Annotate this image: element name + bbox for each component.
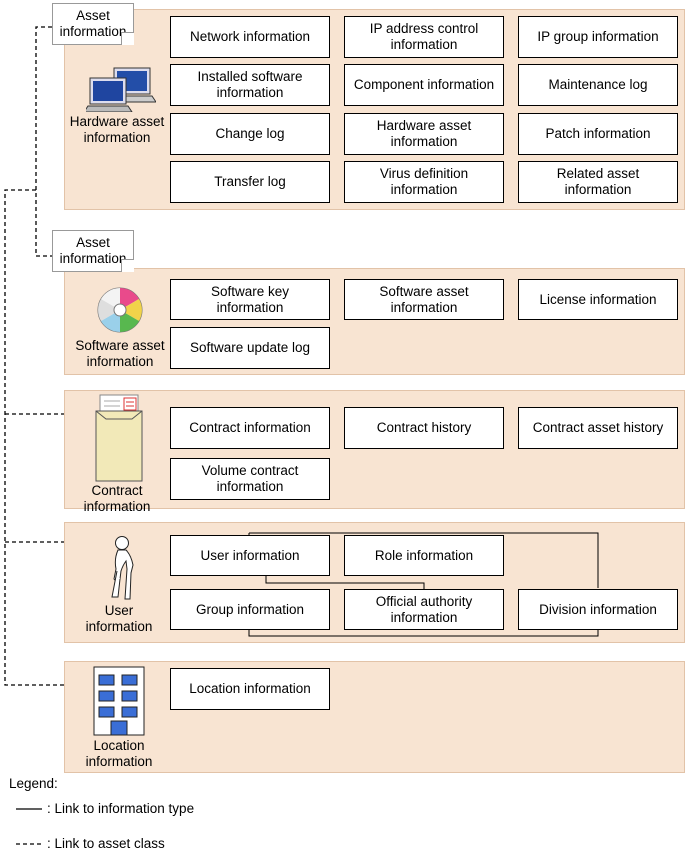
software-asset-box: Software asset information xyxy=(344,279,504,320)
virus-definition-box: Virus definition information xyxy=(344,161,504,203)
contract-history-box: Contract history xyxy=(344,407,504,449)
ip-group-information-box: IP group information xyxy=(518,16,678,58)
person-icon xyxy=(111,536,134,600)
location-information-box: Location information xyxy=(170,668,330,710)
contract-label: Contract information xyxy=(83,483,151,514)
role-information-box: Role information xyxy=(344,535,504,576)
software-key-box: Software key information xyxy=(170,279,330,320)
division-information-box: Division information xyxy=(518,589,678,630)
legend-dashed-text: : Link to asset class xyxy=(47,836,165,851)
maintenance-log-box: Maintenance log xyxy=(518,64,678,106)
user-information-box: User information xyxy=(170,535,330,576)
legend-title: Legend: xyxy=(9,776,58,791)
contract-information-box: Contract information xyxy=(170,407,330,449)
component-information-box: Component information xyxy=(344,64,504,106)
hardware-asset-box: Hardware asset information xyxy=(344,113,504,155)
software-callout: Asset information xyxy=(52,230,134,272)
change-log-box: Change log xyxy=(170,113,330,155)
legend-solid-text: : Link to information type xyxy=(47,801,195,816)
installed-software-box: Installed software information xyxy=(170,64,330,106)
group-information-box: Group information xyxy=(170,589,330,630)
related-asset-box: Related asset information xyxy=(518,161,678,203)
software-label: Software asset information xyxy=(75,338,165,369)
hardware-callout: Asset information xyxy=(52,3,134,45)
volume-contract-box: Volume contract information xyxy=(170,458,330,500)
software-update-log-box: Software update log xyxy=(170,327,330,369)
contract-asset-history-box: Contract asset history xyxy=(518,407,678,449)
envelope-icon xyxy=(95,394,143,482)
transfer-log-box: Transfer log xyxy=(170,161,330,203)
location-panel xyxy=(64,661,685,773)
building-icon xyxy=(93,666,145,736)
ip-address-control-box: IP address control information xyxy=(344,16,504,58)
license-information-box: License information xyxy=(518,279,678,320)
hardware-label: Hardware asset information xyxy=(69,114,165,145)
user-label: User information xyxy=(85,603,153,634)
cd-icon xyxy=(97,287,143,333)
official-authority-box: Official authority information xyxy=(344,589,504,630)
patch-information-box: Patch information xyxy=(518,113,678,155)
computer-icon xyxy=(86,67,156,112)
location-label: Location information xyxy=(85,738,153,769)
network-information-box: Network information xyxy=(170,16,330,58)
